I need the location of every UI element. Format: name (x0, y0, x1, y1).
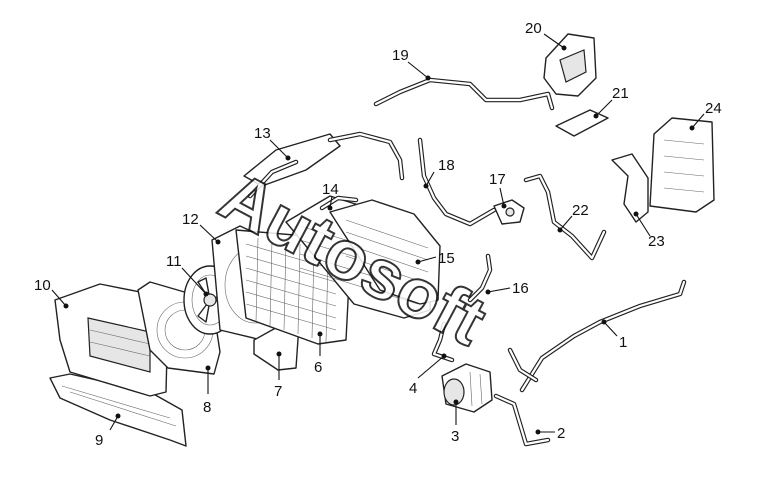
callout-19: 19 (392, 47, 409, 64)
discharge-hose (493, 393, 551, 447)
callout-22: 22 (572, 202, 589, 219)
receiver-drier-bracket (543, 33, 597, 97)
ac-hose (523, 173, 607, 261)
callout-9: 9 (95, 432, 103, 449)
callouts: 1 2 3 4 6 7 8 9 10 11 12 13 14 15 16 17 (34, 20, 722, 449)
callout-14: 14 (322, 181, 339, 198)
ac-compressor (441, 363, 493, 413)
callout-1: 1 (619, 334, 627, 351)
callout-18: 18 (438, 157, 455, 174)
callout-4: 4 (409, 380, 417, 397)
liquid-line (373, 77, 555, 111)
evaporator-housing (649, 117, 715, 213)
expansion-valve (493, 199, 525, 225)
callout-24: 24 (705, 100, 722, 117)
suction-pipe (417, 137, 497, 227)
callout-3: 3 (451, 428, 459, 445)
callout-6: 6 (314, 359, 322, 376)
callout-17: 17 (489, 171, 506, 188)
radiator-hose-lower (467, 253, 493, 303)
callout-21: 21 (612, 85, 629, 102)
callout-11: 11 (166, 253, 182, 270)
front-grille-panel (54, 283, 169, 397)
ac-pipe-long (507, 279, 687, 393)
callout-10: 10 (34, 277, 51, 294)
callout-16: 16 (512, 280, 529, 297)
radiator (285, 195, 441, 319)
callout-12: 12 (182, 211, 199, 228)
callout-13: 13 (254, 125, 271, 142)
callout-23: 23 (648, 233, 665, 250)
callout-8: 8 (203, 399, 211, 416)
heater-bracket (611, 153, 649, 223)
callout-2: 2 (557, 425, 565, 442)
upper-bracket (243, 131, 405, 199)
filter-element (555, 109, 609, 137)
radiator-hose-upper (319, 195, 359, 211)
callout-7: 7 (274, 383, 282, 400)
callout-20: 20 (525, 20, 542, 37)
callout-15: 15 (438, 250, 455, 267)
